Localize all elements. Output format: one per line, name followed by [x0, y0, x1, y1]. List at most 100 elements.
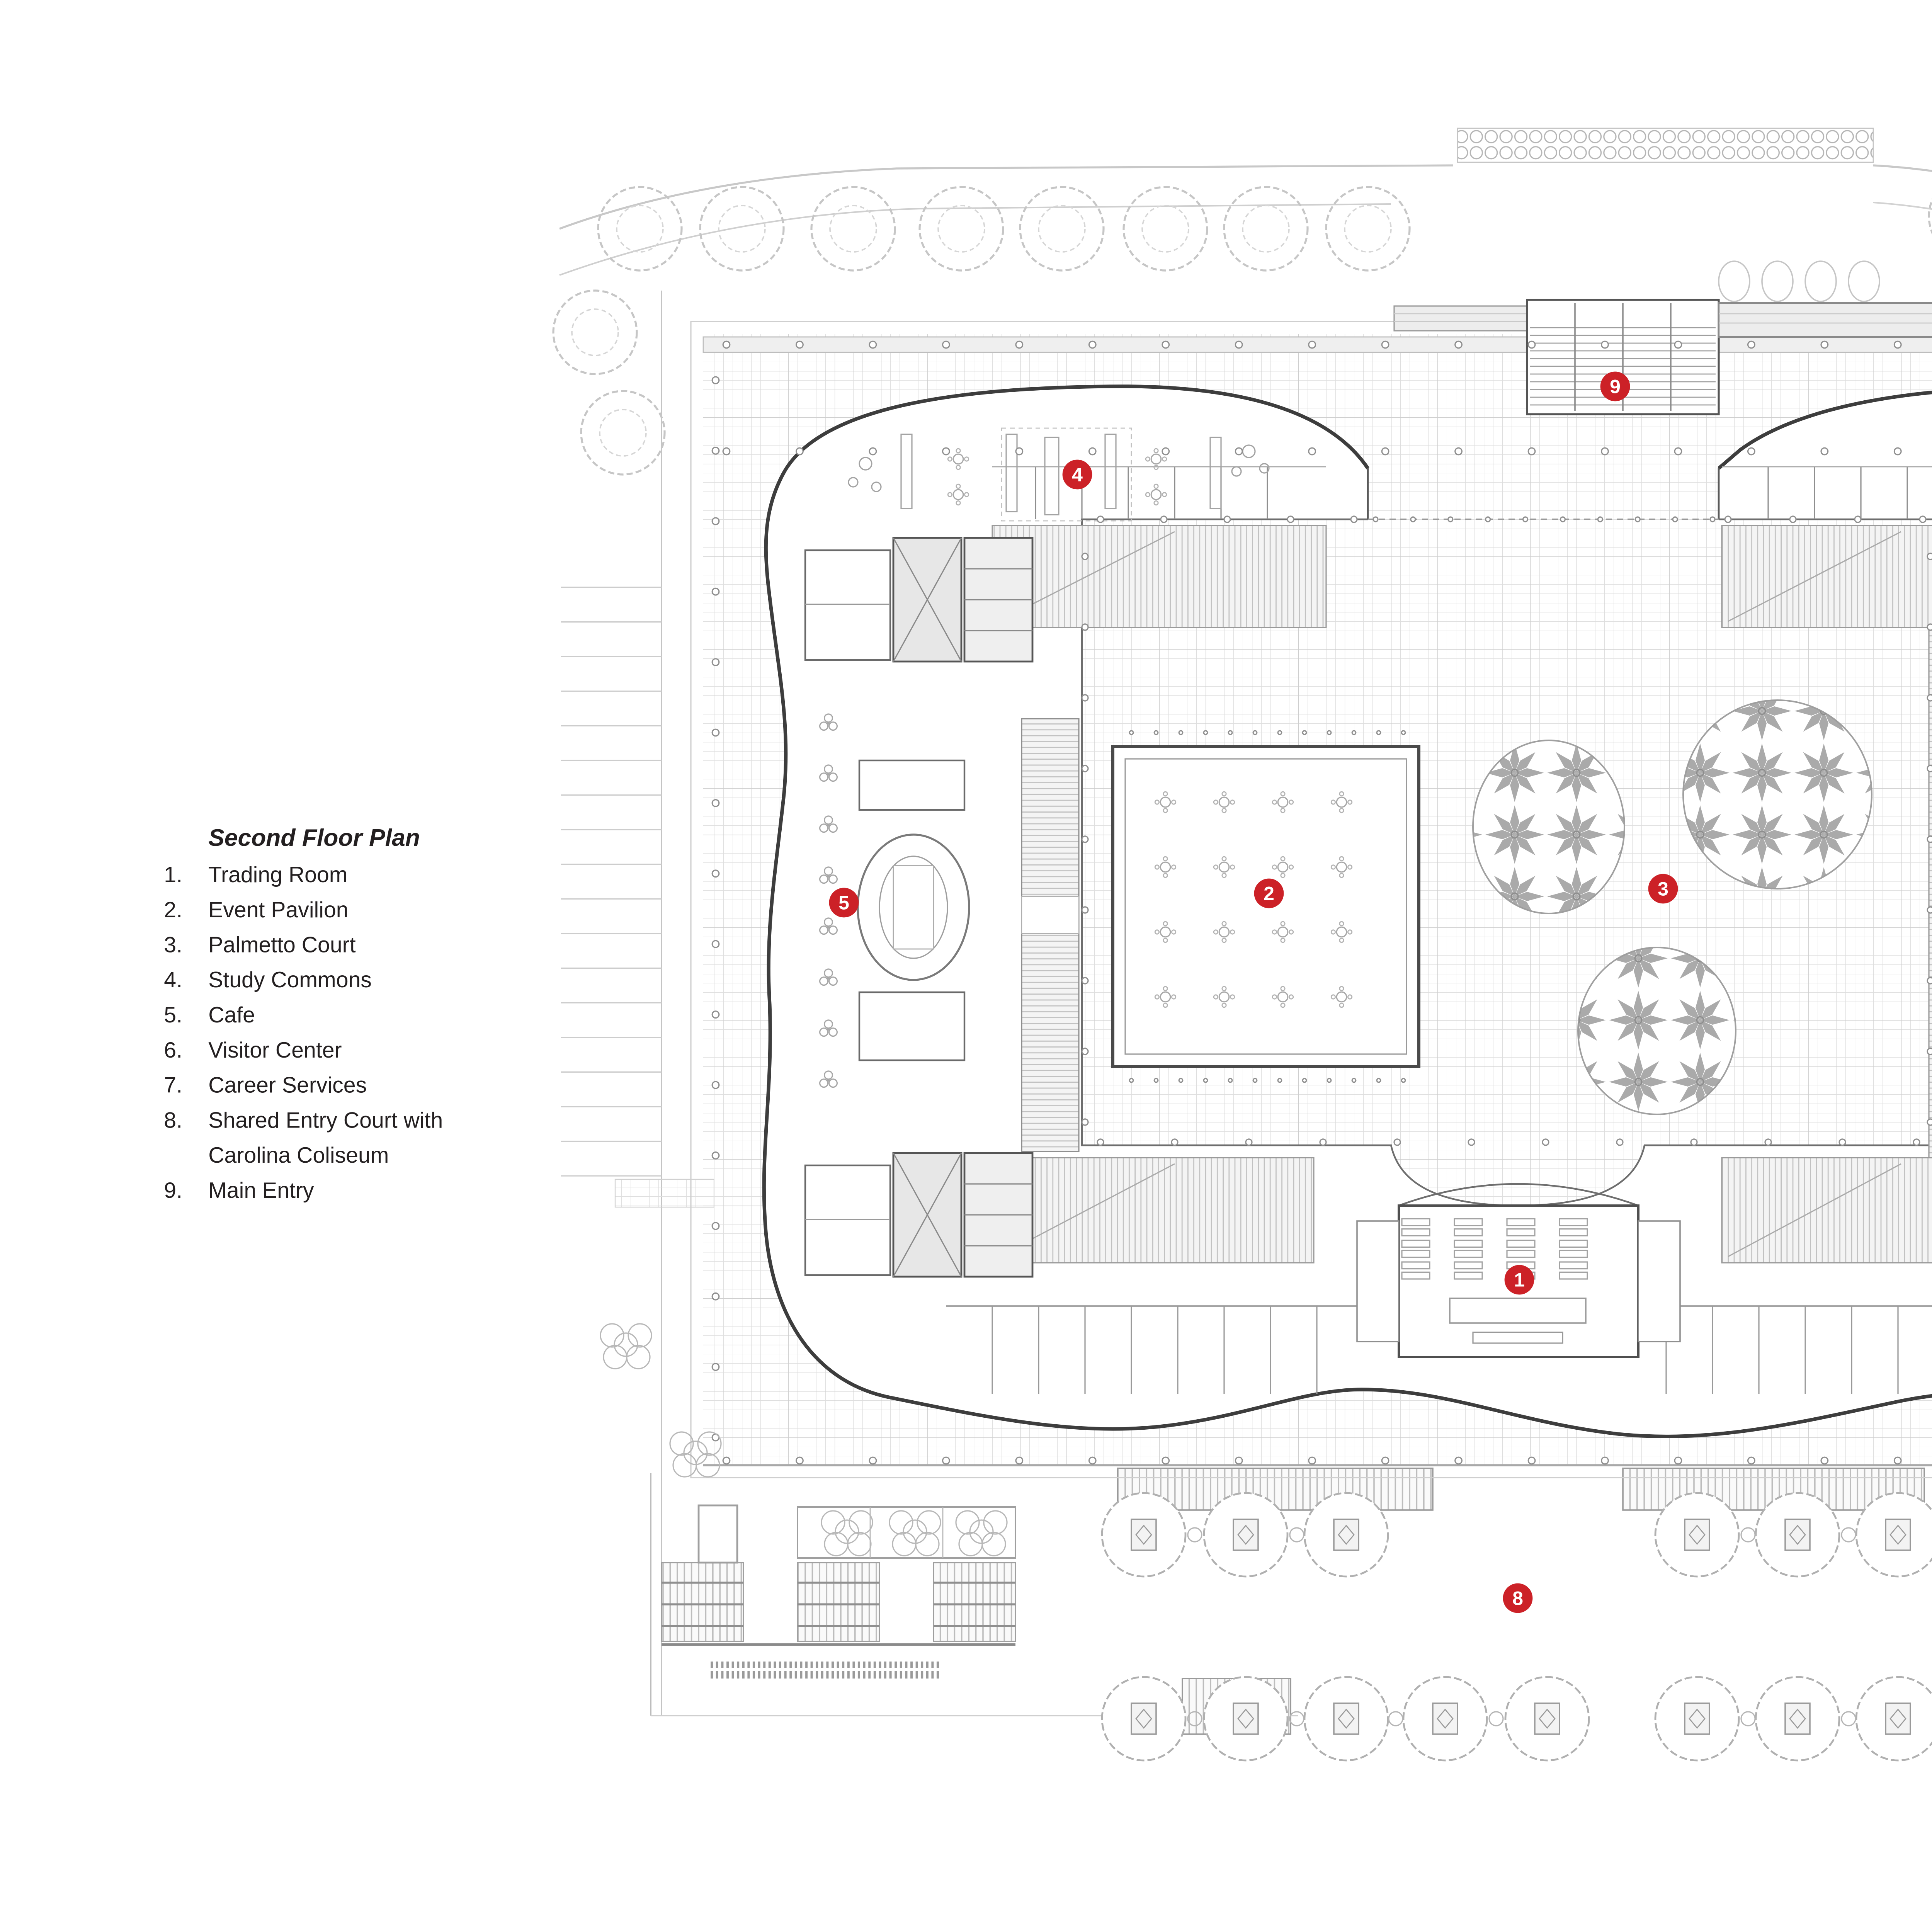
shrub	[1740, 1711, 1756, 1726]
plan-marker-number: 4	[1072, 464, 1083, 486]
legend-item-main-entry: Main Entry	[208, 1178, 314, 1203]
building-cores	[804, 537, 1034, 1278]
plaza-column-dot	[1308, 340, 1316, 349]
building-outline	[762, 384, 1932, 1439]
gallery-band-east	[1928, 627, 1932, 1158]
plan-marker-number: 9	[1610, 376, 1621, 398]
courtyard-column-dot	[1690, 1138, 1698, 1146]
restroom-block	[804, 549, 891, 661]
colonnade-dot	[722, 447, 731, 456]
tree-planter	[1304, 1677, 1388, 1760]
tree-planter	[1505, 1677, 1589, 1760]
planting-clusters	[600, 1323, 1008, 1556]
plaza-column-dot	[1527, 340, 1536, 349]
legend-item-palmetto-court: Palmetto Court	[208, 932, 356, 957]
pavilion-colonnade-dot	[1178, 730, 1184, 735]
legend-num-3: 3.	[164, 932, 182, 957]
tree	[1124, 187, 1207, 270]
pavilion-colonnade-dot	[1203, 730, 1208, 735]
courtyard-column-dot	[1160, 515, 1168, 523]
plaza-column-dot	[1381, 1456, 1389, 1465]
terrace-steps	[708, 1662, 941, 1679]
tree-planter	[1856, 1493, 1932, 1577]
plan-marker-5: 5	[829, 888, 859, 918]
grand-stair-landing	[1021, 896, 1080, 934]
tree-planter	[1403, 1677, 1487, 1760]
planting-cluster	[835, 1519, 859, 1544]
tree	[811, 187, 895, 270]
pavilion-colonnade-dot	[1351, 730, 1357, 735]
colonnade-dot	[796, 447, 804, 456]
legend-num-8: 8.	[164, 1108, 182, 1133]
pavilion-colonnade-dot	[1153, 1078, 1159, 1083]
entry-colonnade-dot	[1410, 516, 1416, 522]
shrub	[1187, 1711, 1202, 1726]
plaza-column-dot	[1454, 340, 1463, 349]
plan-markers: 123456789	[829, 371, 1678, 1613]
plaza-column-dot	[1162, 1456, 1170, 1465]
courtyard-column-dot	[1764, 1138, 1772, 1146]
legend-num-7: 7.	[164, 1073, 182, 1098]
tree-row-north	[553, 128, 1932, 815]
planting-cluster	[915, 1532, 940, 1556]
shrub	[1187, 1527, 1202, 1543]
legend-item-trading-room: Trading Room	[208, 862, 347, 887]
plaza-column-dot	[796, 340, 804, 349]
stair-core-x	[893, 537, 962, 662]
legend-num-4: 4.	[164, 968, 182, 992]
plaza-column-dot	[711, 869, 720, 878]
planting-cluster	[614, 1332, 638, 1357]
study-commons-tables	[848, 427, 1270, 522]
legend-num-5: 5.	[164, 1003, 182, 1027]
plan-marker-9: 9	[1600, 371, 1630, 401]
pavilion-colonnade-dot	[1302, 1078, 1307, 1083]
plaza-column-dot	[1527, 1456, 1536, 1465]
plan-marker-number: 5	[838, 892, 849, 914]
legend-num-1: 1.	[164, 862, 182, 887]
plan-marker-number: 1	[1514, 1269, 1525, 1291]
road-edge-upper	[559, 164, 1453, 230]
tree-planter	[1304, 1493, 1388, 1577]
pavilion-colonnade-dot	[1129, 730, 1134, 735]
legend-num-2: 2.	[164, 898, 182, 922]
plan-marker-circle	[1504, 1265, 1534, 1295]
plan-marker-circle	[1062, 459, 1092, 490]
legend-item-visitor-center: Visitor Center	[208, 1038, 342, 1063]
pavilion-colonnade-dot	[1252, 730, 1258, 735]
tree-planter	[1102, 1677, 1185, 1760]
colonnade-dot	[869, 447, 877, 456]
colonnade-dot	[1162, 447, 1170, 456]
courtyard-column-dot	[1542, 1138, 1549, 1146]
plaza-column-dot	[711, 587, 720, 596]
plaza-column-dot	[1601, 1456, 1609, 1465]
site-context	[559, 128, 1932, 1735]
walkway-east	[1718, 302, 1932, 338]
entry-colonnade-dot	[1634, 516, 1641, 522]
legend-num-6: 6.	[164, 1038, 182, 1063]
tree	[1929, 175, 1932, 258]
courtyard-column-dot	[1789, 515, 1797, 523]
plaza-column-dot	[1381, 340, 1389, 349]
entry-colonnade-dot	[1709, 516, 1716, 522]
legend-item-cafe: Cafe	[208, 1003, 255, 1027]
plaza-column-dot	[1308, 1456, 1316, 1465]
pavilion-colonnade-dot	[1376, 1078, 1381, 1083]
plaza-column-dot	[1820, 1456, 1829, 1465]
colonnade-dot	[1674, 447, 1682, 456]
planting-cluster	[969, 1519, 994, 1544]
plaza-column-dot	[1893, 1456, 1902, 1465]
courtyard-column-dot	[1927, 977, 1932, 985]
crosswalk-west	[614, 1179, 715, 1208]
colonnade-dot	[942, 447, 950, 456]
plaza-column-dot	[1674, 340, 1682, 349]
courtyard-column-dot	[1393, 1138, 1401, 1146]
plaza-column-dot	[1674, 1456, 1682, 1465]
shrub	[1388, 1711, 1403, 1726]
plan-marker-circle	[1648, 874, 1678, 904]
courtyard-column-dot	[1081, 694, 1089, 702]
plan-marker-3: 3	[1648, 874, 1678, 904]
tree-rows-south	[1102, 1493, 1932, 1760]
plaza-column-dot	[796, 1456, 804, 1465]
plaza-column-dot	[1015, 1456, 1024, 1465]
plan-marker-number: 2	[1264, 883, 1274, 905]
